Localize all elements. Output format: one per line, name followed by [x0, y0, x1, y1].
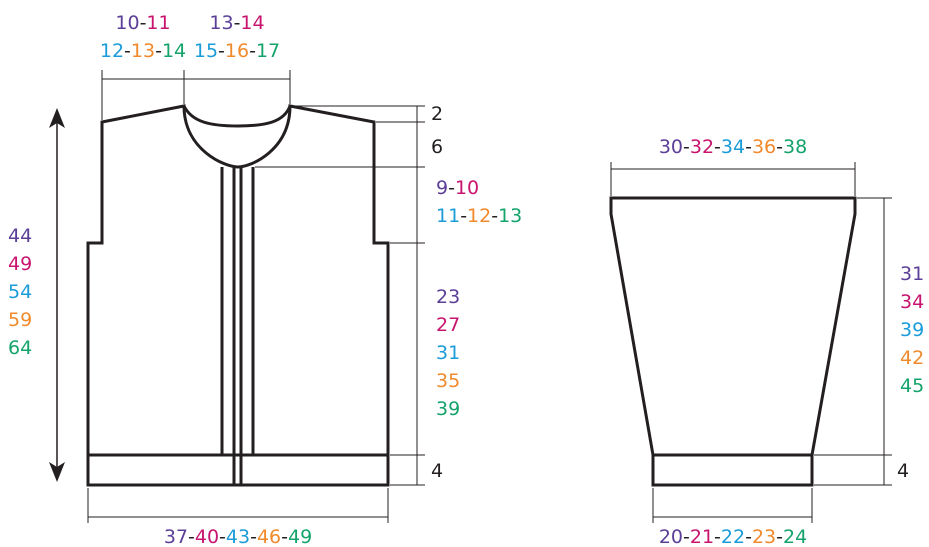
neck-s1: 13 [209, 12, 233, 34]
side-length-s4: 35 [436, 370, 460, 392]
armhole-s5: 13 [498, 205, 522, 227]
armhole-s4: 12 [467, 205, 491, 227]
width-s3: 43 [226, 526, 250, 547]
arrow-down-icon [49, 462, 65, 482]
sleeve-top-s4: 36 [752, 136, 776, 158]
width-s5: 49 [288, 526, 312, 547]
arrow-up-icon [49, 108, 65, 128]
neck-width-label-row1: 13-14 [209, 12, 264, 34]
body-outline [86, 104, 390, 487]
neck-s4: 16 [225, 40, 249, 62]
sleeve-outline [609, 196, 857, 487]
side-length-s3: 31 [436, 342, 460, 364]
front-band-right [251, 167, 388, 457]
neck-width-label-row2: 15-16-17 [194, 40, 280, 62]
front-band-left [88, 167, 224, 457]
sleeve-top-s2: 32 [690, 136, 714, 158]
sleeve-top-s1: 30 [659, 136, 683, 158]
neck-inner-curve [182, 105, 292, 128]
cuff-s5: 24 [783, 526, 807, 547]
armhole-s3: 11 [436, 205, 460, 227]
shoulder-s5: 14 [162, 40, 186, 62]
sleeve-length-s2: 34 [900, 291, 924, 313]
total-length-s2: 49 [8, 253, 32, 275]
side-length-s1: 23 [436, 286, 460, 308]
cuff-s1: 20 [659, 526, 683, 547]
neck-depth-label: 6 [431, 136, 443, 158]
sleeve-piece [609, 162, 892, 523]
side-length-s5: 39 [436, 398, 460, 420]
shoulder-s2: 11 [146, 12, 170, 34]
shoulder-width-label-row2: 12-13-14 [100, 40, 186, 62]
body-width-label: 37-40-43-46-49 [164, 526, 312, 547]
neck-s3: 15 [194, 40, 218, 62]
width-s1: 37 [164, 526, 188, 547]
body-piece [49, 70, 425, 523]
sleeve-top-width-label: 30-32-34-36-38 [659, 136, 807, 158]
width-s4: 46 [257, 526, 281, 547]
sleeve-length-s5: 45 [900, 375, 924, 397]
shoulder-width-label-row1: 10-11 [115, 12, 170, 34]
total-length-s4: 59 [8, 309, 32, 331]
sleeve-top-s5: 38 [783, 136, 807, 158]
sleeve-cuff-width-label: 20-21-22-23-24 [659, 526, 807, 547]
shoulder-s3: 12 [100, 40, 124, 62]
shoulder-slope-label: 2 [431, 103, 443, 125]
width-s2: 40 [195, 526, 219, 547]
body-rib-label: 4 [431, 460, 443, 482]
armhole-s2: 10 [455, 177, 479, 199]
sleeve-length-s1: 31 [900, 263, 924, 285]
shoulder-s1: 10 [115, 12, 139, 34]
shoulder-s4: 13 [131, 40, 155, 62]
sleeve-rib-label: 4 [897, 460, 909, 482]
side-length-s2: 27 [436, 314, 460, 336]
sleeve-length-s4: 42 [900, 347, 924, 369]
total-length-s3: 54 [8, 281, 32, 303]
cuff-s2: 21 [690, 526, 714, 547]
armhole-label-row1: 9-10 [436, 177, 479, 199]
total-length-s5: 64 [8, 337, 32, 359]
armhole-s1: 9 [436, 177, 448, 199]
neck-s5: 17 [256, 40, 280, 62]
cuff-s4: 23 [752, 526, 776, 547]
armhole-label-row2: 11-12-13 [436, 205, 522, 227]
total-length-s1: 44 [8, 225, 32, 247]
sleeve-length-s3: 39 [900, 319, 924, 341]
neck-s2: 14 [240, 12, 264, 34]
sleeve-top-s3: 34 [721, 136, 745, 158]
cuff-s3: 22 [721, 526, 745, 547]
